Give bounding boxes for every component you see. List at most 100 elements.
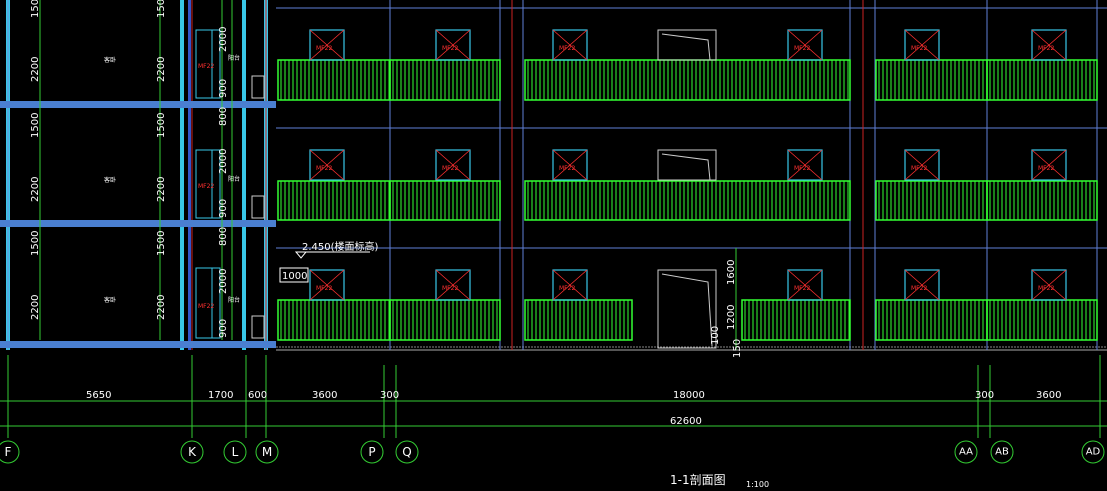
stair-dim-150: 150	[732, 339, 743, 358]
door-tag: MF22	[794, 45, 810, 52]
elevation-dim: 1000	[282, 271, 307, 282]
vertical-dims-inner: 1500 2200 1500 2200 1500 2200	[156, 0, 167, 320]
bottom-dimensions: 5650 1700 600 3600 300 18000 300 3600 62…	[0, 355, 1107, 438]
dim-600: 600	[248, 390, 267, 401]
door-mf22-f1-2: MF22	[435, 269, 471, 301]
door-frame-left-f3	[195, 29, 221, 99]
door-mf22-f3-2: MF22	[435, 29, 471, 61]
floor-slab-1	[0, 341, 276, 348]
axis-bubble-m: M	[255, 440, 279, 464]
vdim-balcony-1: 2000	[218, 27, 229, 52]
railing-f2-seg4	[875, 180, 988, 221]
stairwell-openings	[657, 29, 717, 349]
railing-f2-seg3	[524, 180, 851, 221]
elevation-marker: 2.450(楼面标高) 1000	[279, 240, 379, 283]
door-mf22-f2-6: MF22	[1031, 149, 1067, 181]
dim-300-right: 300	[975, 390, 994, 401]
vdim-outer-5: 1500	[30, 231, 41, 256]
vdim-inner-2: 2200	[156, 57, 167, 82]
door-tag: MF22	[442, 285, 458, 292]
dim-5650: 5650	[86, 390, 111, 401]
vdim-inner-6: 2200	[156, 295, 167, 320]
railing-f2-seg2	[389, 180, 501, 221]
axis-bubbles: F K L M P Q AA AB	[0, 440, 1105, 464]
room-label-f2: 客卧	[104, 176, 116, 184]
balcony-label-f3: 阳台	[228, 54, 240, 62]
vertical-dims-balcony: 2000 900 800 2000 900 800 2000 900	[218, 27, 229, 338]
balcony-label-f2: 阳台	[228, 175, 240, 183]
drawing-scale: 1:100	[746, 480, 769, 489]
axis-bubble-aa: AA	[954, 440, 978, 464]
door-mf22-f1-6: MF22	[1031, 269, 1067, 301]
vdim-balcony-2: 900	[218, 79, 229, 98]
svg-text:L: L	[232, 445, 239, 459]
railing-f2-seg5	[986, 180, 1098, 221]
door-tag: MF22	[911, 45, 927, 52]
door-mf22-f1-5: MF22	[904, 269, 940, 301]
axis-bubble-ab: AB	[990, 440, 1014, 464]
door-mf22-f2-1: MF22	[309, 149, 345, 181]
stair-dim-100: 100	[710, 326, 721, 345]
door-mf22-f2-2: MF22	[435, 149, 471, 181]
svg-text:P: P	[368, 445, 375, 459]
axis-bubble-f: F	[0, 440, 20, 464]
door-mf22-f2-4: MF22	[787, 149, 823, 181]
door-tag: MF22	[316, 165, 332, 172]
svg-text:AD: AD	[1086, 447, 1101, 458]
vdim-outer-2: 2200	[30, 57, 41, 82]
balcony-edge-f2	[251, 195, 265, 219]
stair-dim-1200: 1200	[726, 305, 737, 330]
balcony-label-f1: 阳台	[228, 296, 240, 304]
vdim-inner-1: 1500	[156, 0, 167, 18]
dim-3600-left: 3600	[312, 390, 337, 401]
railing-f1-seg3	[524, 299, 633, 341]
railing-f1-seg4	[741, 299, 851, 341]
vdim-balcony-3: 800	[218, 107, 229, 126]
door-tag: MF22	[794, 165, 810, 172]
door-tag: MF22	[559, 285, 575, 292]
door-tag: MF22	[1038, 45, 1054, 52]
door-mf22-f2-3: MF22	[552, 149, 588, 181]
svg-text:Q: Q	[402, 445, 411, 459]
door-tag: MF22	[559, 45, 575, 52]
svg-text:AA: AA	[959, 447, 973, 458]
door-mf22-f1-4: MF22	[787, 269, 823, 301]
door-tag: MF22	[442, 165, 458, 172]
door-tag: MF22	[911, 165, 927, 172]
door-mf22-f3-3: MF22	[552, 29, 588, 61]
stair-dim-1600: 1600	[726, 260, 737, 285]
door-mf22-f1-3: MF22	[552, 269, 588, 301]
door-frame-left-f2	[195, 149, 221, 219]
door-tag-left-f2: MF22	[198, 183, 214, 190]
wall-balcony	[242, 0, 246, 350]
drawing-title: 1-1剖面图	[670, 473, 726, 487]
vdim-outer-6: 2200	[30, 295, 41, 320]
door-mf22-f2-5: MF22	[904, 149, 940, 181]
room-label-f1: 客卧	[104, 296, 116, 304]
room-label-f3: 客卧	[104, 56, 116, 64]
vdim-outer-3: 1500	[30, 113, 41, 138]
floor-slab-2	[0, 220, 276, 227]
door-tag: MF22	[442, 45, 458, 52]
svg-text:K: K	[188, 445, 197, 459]
vdim-balcony-7: 2000	[218, 269, 229, 294]
drawing-title-block: 1-1剖面图 1:100	[670, 473, 769, 489]
door-tag: MF22	[794, 285, 810, 292]
vdim-balcony-6: 800	[218, 227, 229, 246]
door-tag: MF22	[316, 45, 332, 52]
door-mf22-f3-6: MF22	[1031, 29, 1067, 61]
svg-text:F: F	[5, 445, 12, 459]
door-mf22-f1-1: MF22	[309, 269, 345, 301]
axis-bubble-ad: AD	[1081, 440, 1105, 464]
door-tag: MF22	[1038, 165, 1054, 172]
vdim-balcony-8: 900	[218, 319, 229, 338]
balcony-edge-f1	[251, 315, 265, 339]
vdim-outer-1: 1500	[30, 0, 41, 18]
dim-1700: 1700	[208, 390, 233, 401]
door-tag-left-f3: MF22	[198, 63, 214, 70]
balcony-edge-f3	[251, 75, 265, 99]
elevation-label: 2.450(楼面标高)	[302, 240, 379, 253]
